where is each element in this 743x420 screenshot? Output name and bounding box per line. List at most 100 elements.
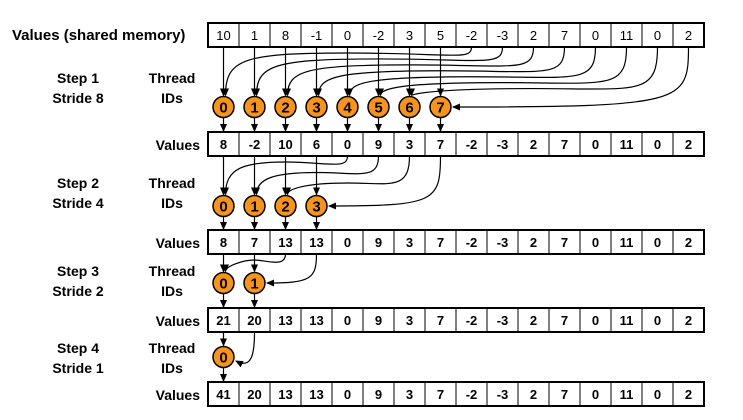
arrow-stride bbox=[222, 155, 349, 196]
stride-label: Stride 1 bbox=[52, 360, 104, 376]
value-cell: 13 bbox=[309, 387, 323, 402]
value-cell: 20 bbox=[247, 313, 261, 328]
thread-circle bbox=[398, 95, 421, 119]
thread-ids-label: Thread bbox=[149, 175, 196, 191]
title-label: Values (shared memory) bbox=[12, 27, 185, 44]
arrow-stride bbox=[235, 331, 256, 368]
value-cell: 7 bbox=[561, 387, 568, 402]
thread-id: 1 bbox=[250, 199, 258, 216]
arrow-stride bbox=[377, 46, 628, 97]
value-cell: 2 bbox=[685, 387, 692, 402]
value-cell: 7 bbox=[561, 28, 568, 43]
value-cell: 0 bbox=[592, 313, 599, 328]
thread-id: 1 bbox=[250, 100, 258, 117]
value-cell: -3 bbox=[497, 387, 509, 402]
thread-circle bbox=[305, 95, 328, 119]
value-cell: 0 bbox=[592, 28, 599, 43]
stride-label: Stride 8 bbox=[52, 90, 104, 106]
value-cell: 13 bbox=[278, 387, 292, 402]
thread-circle bbox=[212, 345, 235, 369]
thread-id: 1 bbox=[250, 276, 258, 293]
value-cell: 3 bbox=[406, 235, 413, 250]
thread-ids-label: Thread bbox=[149, 70, 196, 86]
stride-label: Stride 2 bbox=[52, 283, 104, 299]
thread-circle bbox=[212, 194, 235, 218]
value-cell: 2 bbox=[530, 387, 537, 402]
value-cell: 0 bbox=[654, 28, 661, 43]
thread-id: 2 bbox=[281, 199, 289, 216]
values-label: Values bbox=[156, 313, 201, 329]
value-cell: -2 bbox=[466, 235, 478, 250]
value-cell: 13 bbox=[309, 313, 323, 328]
value-cell: 2 bbox=[530, 137, 537, 152]
value-cell: 9 bbox=[375, 313, 382, 328]
value-cell: -2 bbox=[466, 313, 478, 328]
value-cell: 0 bbox=[344, 313, 351, 328]
thread-circle bbox=[212, 271, 235, 295]
thread-circle bbox=[243, 194, 266, 218]
value-cell: -2 bbox=[249, 137, 261, 152]
value-cell: 41 bbox=[216, 387, 230, 402]
step-label: Step 4 bbox=[57, 340, 99, 356]
value-cell: 0 bbox=[344, 28, 351, 43]
value-cell: 5 bbox=[437, 28, 444, 43]
thread-circle bbox=[243, 95, 266, 119]
values-label: Values bbox=[156, 387, 201, 403]
thread-circle bbox=[305, 194, 328, 218]
thread-ids-label: IDs bbox=[161, 90, 183, 106]
value-cell: 2 bbox=[685, 28, 692, 43]
value-cell: 8 bbox=[282, 28, 289, 43]
value-cell: 3 bbox=[406, 28, 413, 43]
thread-circle bbox=[243, 271, 266, 295]
thread-id: 3 bbox=[312, 100, 320, 117]
thread-circle bbox=[336, 95, 359, 119]
arrow-stride bbox=[452, 46, 690, 111]
value-cell: 7 bbox=[437, 137, 444, 152]
value-cell: 0 bbox=[654, 235, 661, 250]
thread-id: 0 bbox=[219, 276, 227, 293]
arrow-stride bbox=[408, 46, 659, 97]
thread-ids-label: IDs bbox=[161, 283, 183, 299]
value-cell: 0 bbox=[592, 137, 599, 152]
value-cell: 20 bbox=[247, 387, 261, 402]
value-cell: 7 bbox=[437, 235, 444, 250]
value-cell: 3 bbox=[406, 313, 413, 328]
value-cell: 0 bbox=[592, 235, 599, 250]
arrow-stride bbox=[328, 155, 442, 210]
value-cell: 10 bbox=[278, 137, 292, 152]
value-cell: -1 bbox=[311, 28, 323, 43]
value-cell: 11 bbox=[620, 235, 634, 250]
thread-circle bbox=[429, 95, 452, 119]
thread-id: 0 bbox=[219, 100, 227, 117]
thread-id: 2 bbox=[281, 100, 289, 117]
value-cell: 0 bbox=[592, 387, 599, 402]
value-cell: 8 bbox=[220, 235, 227, 250]
thread-ids-label: Thread bbox=[149, 340, 196, 356]
value-cell: -2 bbox=[466, 28, 478, 43]
value-cell: 3 bbox=[406, 387, 413, 402]
thread-id: 0 bbox=[219, 199, 227, 216]
value-cell: 2 bbox=[685, 235, 692, 250]
value-cell: 9 bbox=[375, 137, 382, 152]
value-cell: 3 bbox=[406, 137, 413, 152]
value-cell: -3 bbox=[497, 235, 509, 250]
thread-ids-label: IDs bbox=[161, 360, 183, 376]
thread-circle bbox=[212, 95, 235, 119]
value-cell: 7 bbox=[561, 235, 568, 250]
value-cell: 2 bbox=[685, 313, 692, 328]
value-cell: 11 bbox=[620, 28, 634, 43]
thread-circle bbox=[274, 194, 297, 218]
arrow-stride bbox=[346, 46, 597, 97]
thread-id: 4 bbox=[343, 100, 352, 117]
value-cell: 0 bbox=[344, 235, 351, 250]
step-label: Step 3 bbox=[57, 263, 99, 279]
thread-circle bbox=[274, 95, 297, 119]
value-cell: 0 bbox=[654, 137, 661, 152]
value-cell: 10 bbox=[216, 28, 230, 43]
value-cell: 7 bbox=[437, 313, 444, 328]
